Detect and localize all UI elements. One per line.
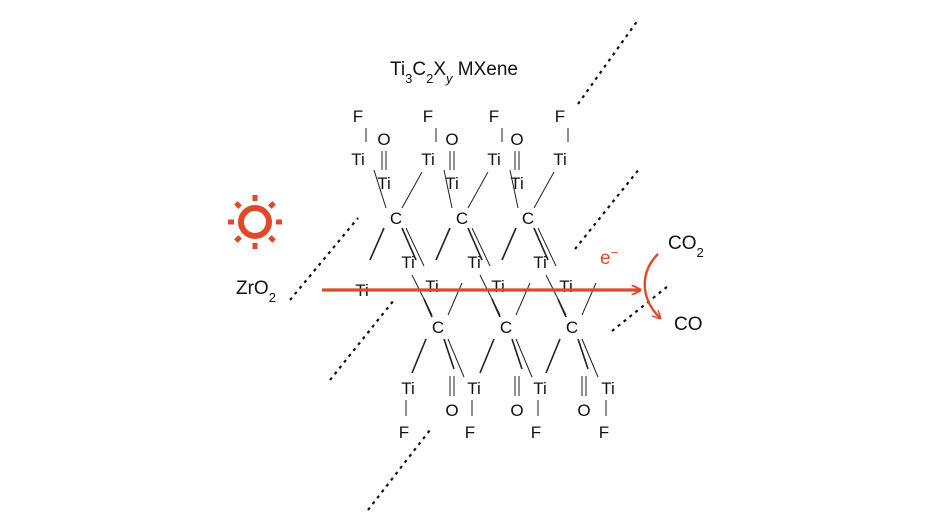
titanium-atom: Ti bbox=[401, 253, 415, 272]
layer-boundary-line bbox=[574, 167, 641, 250]
titanium-atom: Ti bbox=[445, 174, 459, 193]
titanium-atom: Ti bbox=[467, 379, 481, 398]
titanium-atom: Ti bbox=[510, 174, 524, 193]
fluorine-atom: F bbox=[399, 423, 409, 442]
sun-icon bbox=[228, 195, 282, 249]
bond-line bbox=[467, 227, 483, 261]
bond-line bbox=[533, 171, 555, 209]
oxygen-atom: O bbox=[577, 401, 590, 420]
carbon-atom: C bbox=[522, 209, 534, 228]
sun-ray bbox=[268, 235, 276, 243]
bond-line bbox=[401, 227, 417, 261]
bond-line bbox=[491, 298, 501, 318]
bond-line bbox=[447, 282, 463, 316]
layer-boundary-line bbox=[289, 217, 359, 301]
bond-line bbox=[515, 282, 531, 316]
oxygen-atom: O bbox=[510, 130, 523, 149]
fluorine-atom: F bbox=[599, 423, 609, 442]
titanium-atom: Ti bbox=[421, 150, 435, 169]
bond-line bbox=[467, 171, 489, 209]
sun-ray bbox=[234, 235, 242, 243]
bond-line bbox=[509, 169, 519, 209]
bond-line bbox=[443, 338, 455, 370]
bond-line bbox=[447, 338, 465, 378]
carbon-atom: C bbox=[456, 209, 468, 228]
titanium-atom: Ti bbox=[487, 150, 501, 169]
titanium-atom: Ti bbox=[553, 150, 567, 169]
layer-boundary-line bbox=[367, 429, 431, 511]
bond-line bbox=[581, 282, 597, 316]
bond-line bbox=[369, 227, 385, 261]
oxygen-atom: O bbox=[445, 130, 458, 149]
fluorine-atom: F bbox=[465, 423, 475, 442]
bond-line bbox=[411, 338, 427, 374]
titanium-atom: Ti bbox=[491, 277, 505, 296]
bond-line bbox=[577, 338, 589, 370]
titanium-atom: Ti bbox=[601, 379, 615, 398]
bond-line bbox=[479, 338, 495, 374]
oxygen-atom: O bbox=[377, 130, 390, 149]
electron-label: e− bbox=[600, 245, 618, 270]
titanium-atom: Ti bbox=[377, 174, 391, 193]
bond-line bbox=[515, 338, 533, 378]
reduction-arrow bbox=[643, 253, 660, 318]
layer-boundary-line bbox=[611, 285, 669, 332]
titanium-atom: Ti bbox=[533, 253, 547, 272]
bond-line bbox=[435, 227, 451, 261]
fluorine-atom: F bbox=[489, 107, 499, 126]
carbon-atom: C bbox=[432, 318, 444, 337]
bond-line bbox=[545, 338, 561, 374]
titanium-atom: Ti bbox=[559, 277, 573, 296]
fluorine-atom: F bbox=[531, 423, 541, 442]
bond-line bbox=[537, 227, 557, 267]
titanium-atom: Ti bbox=[401, 379, 415, 398]
bond-line bbox=[373, 169, 387, 209]
bond-line bbox=[557, 298, 567, 318]
bond-line bbox=[405, 227, 425, 267]
fluorine-atom: F bbox=[353, 107, 363, 126]
mxene-title: Ti3C2Xy MXene bbox=[390, 59, 518, 86]
bond-line bbox=[471, 227, 491, 267]
bond-line bbox=[501, 227, 517, 261]
substrate-label: ZrO2 bbox=[236, 278, 276, 305]
oxygen-atom: O bbox=[510, 401, 523, 420]
bond-line bbox=[511, 338, 523, 370]
bond-line bbox=[443, 169, 453, 209]
titanium-atom: Ti bbox=[351, 150, 365, 169]
sun-ray bbox=[268, 201, 276, 209]
product-label: CO bbox=[674, 314, 703, 335]
bond-line bbox=[581, 338, 599, 378]
bond-line bbox=[533, 227, 549, 261]
oxygen-atom: O bbox=[445, 401, 458, 420]
titanium-atom: Ti bbox=[425, 277, 439, 296]
layer-boundary-line bbox=[577, 19, 639, 105]
layer-boundary-line bbox=[329, 299, 395, 381]
carbon-atom: C bbox=[566, 318, 578, 337]
carbon-atom: C bbox=[500, 318, 512, 337]
fluorine-atom: F bbox=[555, 107, 565, 126]
carbon-atom: C bbox=[390, 209, 402, 228]
bond-line bbox=[423, 298, 433, 318]
fluorine-atom: F bbox=[423, 107, 433, 126]
titanium-atom: Ti bbox=[467, 253, 481, 272]
bond-line bbox=[401, 171, 423, 209]
titanium-atom: Ti bbox=[533, 379, 547, 398]
reactant-label: CO2 bbox=[668, 233, 704, 260]
sun-ray bbox=[234, 201, 242, 209]
